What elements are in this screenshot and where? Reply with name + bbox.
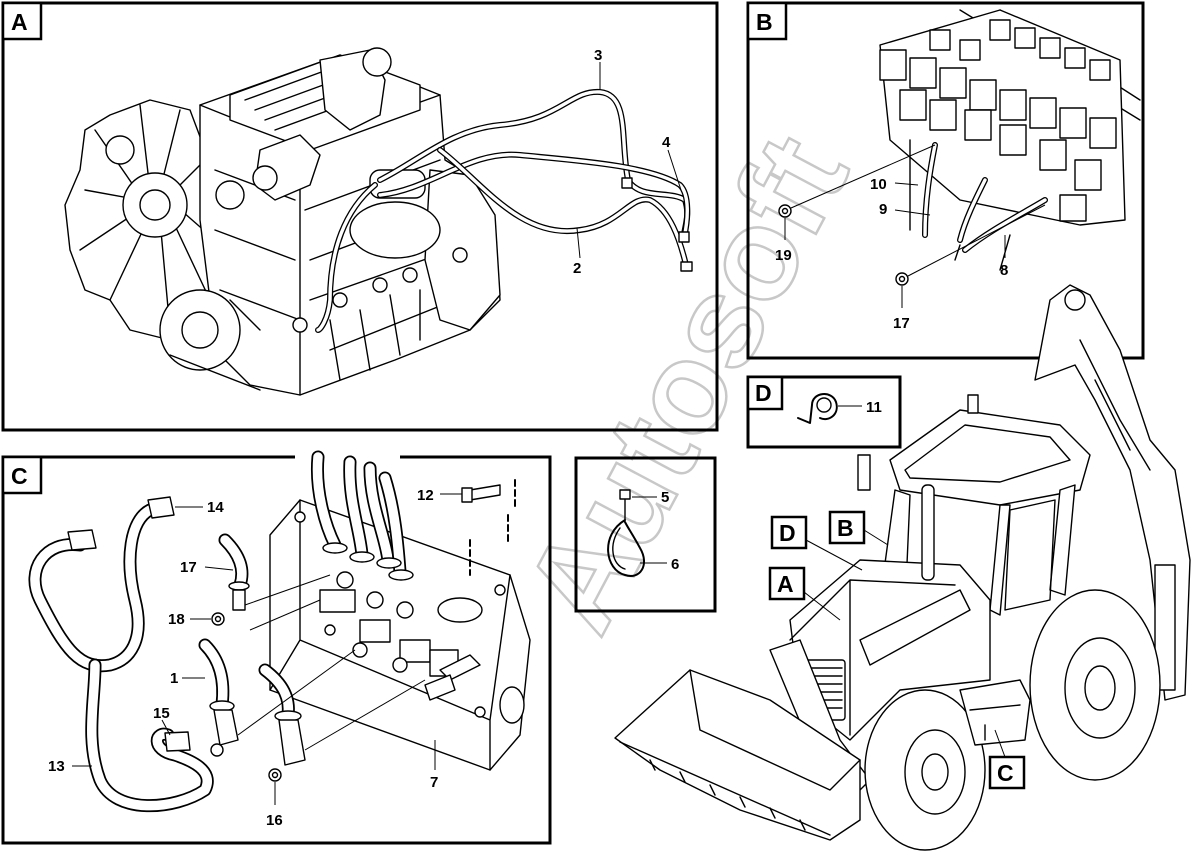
callout-5: 5 — [661, 489, 669, 506]
engine-illustration — [64, 47, 501, 396]
callout-2: 2 — [573, 260, 581, 277]
callout-13: 13 — [48, 758, 65, 775]
callout-3: 3 — [594, 47, 602, 64]
panel-d: D 11 — [746, 375, 902, 449]
callout-15: 15 — [153, 705, 170, 722]
loader-bucket — [614, 669, 861, 841]
cable-tie-illustration — [607, 489, 645, 577]
panel-c-label: C — [11, 463, 28, 489]
panel-a-callouts: 3 4 2 — [573, 47, 682, 277]
callout-16: 16 — [266, 812, 283, 829]
callout-19: 19 — [775, 247, 792, 264]
wire-harness — [28, 496, 214, 813]
callout-1: 1 — [170, 670, 178, 687]
panel-a: A — [1, 1, 719, 432]
panel-cable-tie: 5 6 — [574, 456, 717, 613]
panel-d-label-box — [746, 375, 784, 411]
callout-17-b: 17 — [893, 315, 910, 332]
panel-d-label: D — [755, 380, 772, 406]
battery-cables — [310, 450, 414, 581]
callout-11: 11 — [866, 399, 882, 416]
locator-b: B — [837, 515, 854, 541]
callout-9: 9 — [879, 201, 887, 218]
mounting-plate — [269, 499, 531, 771]
cooling-fan — [64, 99, 226, 341]
callout-8: 8 — [1000, 262, 1008, 279]
backhoe-loader — [614, 284, 1191, 851]
callout-17-c: 17 — [180, 559, 197, 576]
panel-b-label-box — [746, 1, 788, 41]
callout-14: 14 — [207, 499, 224, 516]
locator-a: A — [777, 571, 794, 597]
panel-c: C — [1, 450, 552, 845]
panel-b-callouts: 10 9 19 8 17 — [775, 176, 1008, 332]
nut-18 — [211, 612, 225, 626]
callout-12: 12 — [417, 487, 434, 504]
engine-cables — [315, 88, 693, 333]
panel-a-label-box — [1, 1, 43, 41]
locator-d: D — [779, 520, 796, 546]
callout-7: 7 — [430, 774, 438, 791]
front-wheel — [864, 689, 986, 851]
clamp-illustration — [797, 393, 838, 424]
panel-b-label: B — [756, 9, 773, 35]
callout-6: 6 — [671, 556, 679, 573]
panel-b: B — [746, 1, 1145, 360]
rear-wheel — [1029, 589, 1161, 781]
cable-16 — [258, 663, 306, 766]
locator-d-box — [770, 515, 808, 550]
locator-c: C — [997, 760, 1014, 786]
callout-10: 10 — [870, 176, 887, 193]
panel-c-label-box — [1, 455, 43, 495]
locator-b-box — [828, 510, 866, 545]
bolt-12 — [461, 484, 501, 503]
callout-4: 4 — [662, 134, 671, 151]
locator-a-box — [768, 566, 806, 601]
relay-box-illustration — [778, 9, 1141, 286]
callout-18: 18 — [168, 611, 185, 628]
cable-17 — [218, 533, 331, 611]
panel-c-callouts: 14 17 18 1 15 13 16 7 — [48, 499, 438, 829]
panel-a-label: A — [11, 9, 28, 35]
machine-locators: D B A C — [768, 510, 1026, 790]
locator-c-box — [988, 755, 1026, 790]
cable-1 — [198, 638, 239, 746]
